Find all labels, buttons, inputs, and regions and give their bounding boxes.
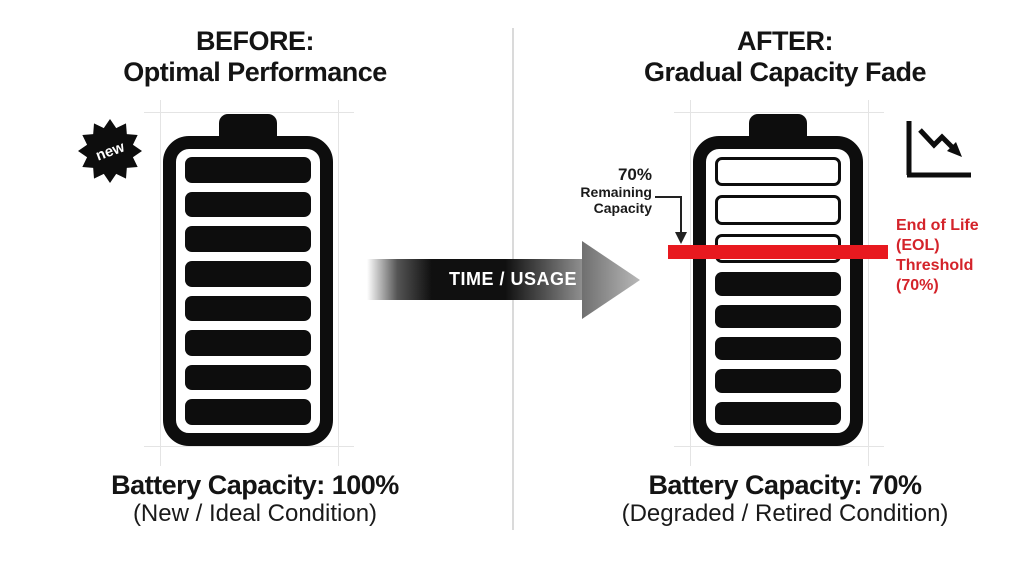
before-condition: (New / Ideal Condition) (132, 500, 378, 527)
declining-chart-icon (906, 121, 971, 178)
after-caption: Battery Capacity: 70% (Degraded / Retire… (585, 470, 985, 528)
battery-bar-filled (185, 295, 311, 322)
before-title: BEFORE: Optimal Performance (55, 26, 455, 88)
guide-line (338, 100, 339, 466)
after-condition: (Degraded / Retired Condition) (621, 500, 949, 527)
battery-body (163, 136, 333, 446)
guide-line (144, 112, 354, 113)
guide-line (674, 446, 884, 447)
new-badge: new (78, 119, 142, 183)
battery-bar-filled (185, 157, 311, 183)
battery-bar-filled (185, 260, 311, 287)
battery-bar-filled (185, 226, 311, 252)
guide-line (690, 100, 691, 466)
arrow-shaft: TIME / USAGE (367, 259, 583, 300)
battery-bar-filled (715, 401, 841, 425)
battery-body (693, 136, 863, 446)
battery-bar-filled (715, 272, 841, 296)
battery-bar-filled (715, 336, 841, 361)
time-usage-arrow: TIME / USAGE (367, 241, 642, 319)
before-capacity-value: Battery Capacity: 100% (111, 470, 399, 500)
after-title-line2: Gradual Capacity Fade (643, 57, 927, 87)
before-title-line1: BEFORE: (196, 26, 315, 56)
guide-line (160, 100, 161, 466)
elbow-connector-arrow (655, 196, 687, 244)
battery-bar-hollow (715, 195, 841, 225)
battery-bar-filled (185, 364, 311, 391)
guide-line (674, 112, 884, 113)
time-usage-label: TIME / USAGE (448, 269, 577, 289)
eol-threshold-line (668, 245, 888, 259)
battery-after (693, 114, 863, 446)
arrow-head-icon (582, 241, 640, 319)
battery-before (163, 114, 333, 446)
remaining-capacity-label: 70% Remaining Capacity (556, 165, 652, 216)
battery-bar-filled (185, 399, 311, 425)
starburst-icon (78, 119, 142, 183)
battery-bar-filled (715, 369, 841, 393)
after-capacity-value: Battery Capacity: 70% (648, 470, 922, 500)
guide-line (868, 100, 869, 466)
battery-bar-filled (185, 330, 311, 356)
before-title-line2: Optimal Performance (123, 57, 387, 87)
battery-bar-filled (185, 191, 311, 218)
battery-bar-filled (715, 304, 841, 328)
after-title-line1: AFTER: (737, 26, 833, 56)
eol-threshold-label: End of Life (EOL) Threshold (70%) (896, 217, 979, 294)
battery-bar-hollow (715, 157, 841, 187)
before-caption: Battery Capacity: 100% (New / Ideal Cond… (55, 470, 455, 528)
guide-line (144, 446, 354, 447)
remaining-capacity-percent: 70% (617, 165, 652, 184)
after-title: AFTER: Gradual Capacity Fade (585, 26, 985, 88)
